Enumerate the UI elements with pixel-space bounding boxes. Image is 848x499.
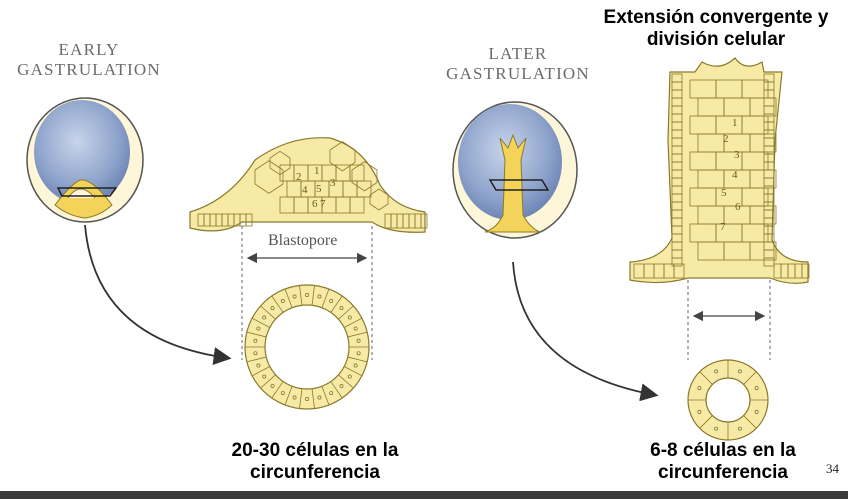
- right-caption: 6-8 células en la circunferencia: [618, 440, 828, 484]
- right-caption-line1: 6-8 células en la: [650, 440, 796, 461]
- slide-number: 34: [826, 461, 839, 476]
- right-cell-number: 6: [735, 201, 741, 213]
- left-caption-line1: 20-30 células en la: [231, 440, 399, 461]
- left-caption: 20-30 células en la circunferencia: [200, 440, 430, 484]
- later-stage-line2: GASTRULATION: [446, 64, 590, 83]
- early-ring-cross-section: [244, 284, 370, 410]
- early-stage-line2: GASTRULATION: [17, 60, 161, 79]
- left-transition-arrow: [84, 224, 232, 365]
- right-cell-number: 2: [723, 133, 729, 145]
- right-cell-number: 1: [732, 117, 738, 129]
- right-title: Extensión convergente y división celular: [586, 7, 846, 51]
- later-stage-label: LATER GASTRULATION: [440, 44, 596, 84]
- right-title-line1: Extensión convergente y: [603, 7, 829, 28]
- right-cell-number: 4: [732, 169, 738, 181]
- left-cell-number: 3: [330, 177, 336, 189]
- left-cell-number: 6: [312, 198, 318, 210]
- right-title-line2: división celular: [646, 29, 786, 50]
- later-stage-line1: LATER: [488, 44, 548, 63]
- left-cell-number: 7: [320, 198, 326, 210]
- later-ring-cross-section: [687, 359, 769, 441]
- right-transition-arrow: [512, 261, 659, 402]
- bottom-bar: [0, 491, 848, 499]
- left-cell-number: 1: [314, 165, 320, 177]
- left-cell-number: 5: [316, 183, 322, 195]
- early-embryo: [26, 97, 144, 223]
- later-embryo: [452, 101, 578, 239]
- left-cell-number: 4: [302, 184, 308, 196]
- right-cell-number: 5: [721, 187, 727, 199]
- left-caption-line2: circunferencia: [250, 462, 380, 483]
- right-cell-number: 3: [734, 149, 740, 161]
- left-cell-number: 2: [296, 171, 302, 183]
- right-cell-number: 7: [720, 221, 726, 233]
- early-stage-line1: EARLY: [58, 40, 120, 59]
- blastopore-label: Blastopore: [264, 232, 342, 250]
- right-caption-line2: circunferencia: [658, 462, 788, 483]
- early-stage-label: EARLY GASTRULATION: [14, 40, 164, 80]
